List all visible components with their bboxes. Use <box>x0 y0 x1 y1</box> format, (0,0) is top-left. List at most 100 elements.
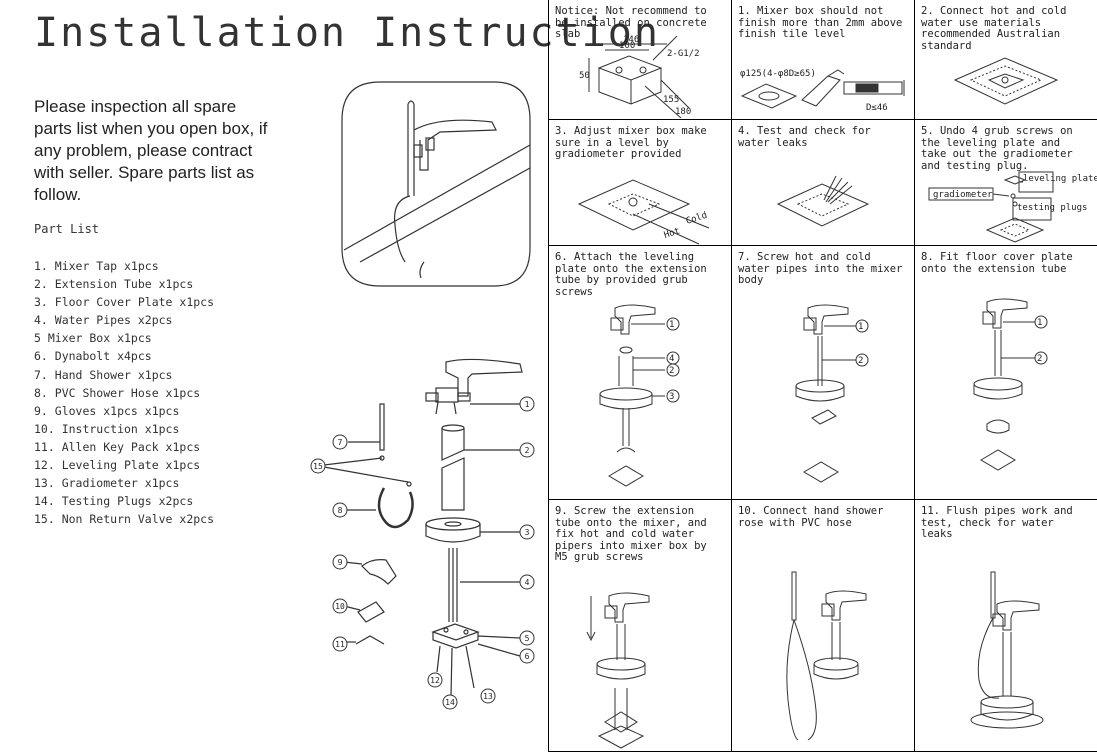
callout-13: 13 <box>483 692 493 701</box>
step-2-drawing <box>953 57 1059 105</box>
step-1-text: 1. Mixer box should not finish more than… <box>738 5 903 40</box>
callout-numbers: 1 2 3 4 5 6 7 8 9 10 11 12 13 14 15 <box>313 400 529 707</box>
list-item: 13. Gradiometer x1pcs <box>34 476 180 491</box>
list-item: 4. Water Pipes x2pcs <box>34 313 173 328</box>
dim-thread: 2-G1/2 <box>667 49 700 59</box>
list-item: 12. Leveling Plate x1pcs <box>34 458 201 473</box>
step-5-text: 5. Undo 4 grub screws on the leveling pl… <box>921 125 1073 172</box>
step-6-drawing: 1 4 2 3 <box>599 304 680 487</box>
exploded-parts-diagram: 1 2 3 4 5 6 7 8 9 10 11 12 13 14 15 <box>310 81 535 710</box>
step-6-cell: 6. Attach the leveling plate onto the ex… <box>549 246 732 500</box>
intro-text: Please inspection all spare parts list w… <box>34 97 268 204</box>
callout-9: 9 <box>338 558 343 567</box>
step-3-text: 3. Adjust mixer box make sure in a level… <box>555 125 707 160</box>
callout-1: 1 <box>525 400 530 409</box>
step-9-cell: 9. Screw the extension tube onto the mix… <box>549 500 732 752</box>
extension-tube-part <box>441 424 520 511</box>
callout-12: 12 <box>430 676 440 685</box>
step-11-cell: 11. Flush pipes work and test, check for… <box>915 500 1097 752</box>
list-item: 14. Testing Plugs x2pcs <box>34 494 194 509</box>
list-item: 3. Floor Cover Plate x1pcs <box>34 295 215 310</box>
callout-15: 15 <box>313 462 323 471</box>
callout-2: 2 <box>1037 354 1042 364</box>
notice-text: Notice: Not recommend to be installed on… <box>555 5 707 40</box>
step-3-cell: 3. Adjust mixer box make sure in a level… <box>549 120 732 246</box>
step-4-drawing <box>776 175 870 227</box>
mixer-box-part <box>431 623 521 697</box>
parts-list: 1. Mixer Tap x1pcs 2. Extension Tube x1p… <box>34 257 214 528</box>
part-list-title: Part List <box>34 222 100 236</box>
list-item: 9. Gloves x1pcs x1pcs <box>34 403 180 418</box>
callout-6: 6 <box>525 652 530 661</box>
left-panel: Installation Instruction Please inspecti… <box>0 0 658 752</box>
mixer-box-dimension-drawing: 50 100 146 155 180 2-G1/2 <box>579 35 700 119</box>
dim-100: 100 <box>619 41 635 51</box>
list-item: 6. Dynabolt x4pcs <box>34 349 152 364</box>
step-10-drawing <box>786 571 867 741</box>
step-2-text: 2. Connect hot and cold water use materi… <box>921 5 1067 52</box>
dim-146: 146 <box>623 35 639 45</box>
cold-label: Cold <box>685 211 709 227</box>
dim-50: 50 <box>579 71 590 81</box>
step-1-cell: 1. Mixer box should not finish more than… <box>732 0 915 120</box>
callout-7: 7 <box>338 438 343 447</box>
leveling-plate-label: leveling plate <box>1023 174 1097 184</box>
step-8-cell: 8. Fit floor cover plate onto the extens… <box>915 246 1097 500</box>
step-6-text: 6. Attach the leveling plate onto the ex… <box>555 251 707 298</box>
step-3-drawing: Cold Hot <box>577 179 710 245</box>
water-pipes-part <box>448 548 520 622</box>
step-1-drawing: φ125(4-φ8D≥65) D≤46 <box>740 69 905 113</box>
step-5-drawing: gradiometer leveling plate testing plugs <box>928 171 1097 243</box>
step-9-text: 9. Screw the extension tube onto the mix… <box>555 505 707 563</box>
callout-2: 2 <box>525 446 530 455</box>
step-11-drawing <box>970 571 1044 729</box>
hot-label: Hot <box>663 226 682 241</box>
step-11-text: 11. Flush pipes work and test, check for… <box>921 505 1073 540</box>
callout-11: 11 <box>335 640 345 649</box>
mixer-tap-part <box>425 358 523 415</box>
step-4-text: 4. Test and check for water leaks <box>738 125 871 149</box>
step-4-cell: 4. Test and check for water leaks <box>732 120 915 246</box>
step-7-drawing: 1 2 <box>795 304 869 483</box>
list-item: 2. Extension Tube x1pcs <box>34 277 194 292</box>
callout-14: 14 <box>445 698 455 707</box>
callout-3: 3 <box>525 528 530 537</box>
step-8-drawing: 1 2 <box>973 298 1048 471</box>
callout-1: 1 <box>669 320 674 330</box>
list-item: 10. Instruction x1pcs <box>34 421 180 436</box>
steps-grid: Notice: Not recommend to be installed on… <box>548 0 1097 752</box>
callout-2: 2 <box>669 366 674 376</box>
callout-4: 4 <box>525 578 530 587</box>
callout-3: 3 <box>669 392 674 402</box>
list-item: 5 Mixer Box x1pcs <box>34 331 152 346</box>
hole-dimension: φ125(4-φ8D≥65) <box>740 69 816 79</box>
list-item: 1. Mixer Tap x1pcs <box>34 259 159 273</box>
page-title: Installation Instruction <box>34 10 660 56</box>
step-10-cell: 10. Connect hand shower rose with PVC ho… <box>732 500 915 752</box>
part-callouts <box>310 396 535 710</box>
callout-8: 8 <box>338 506 343 515</box>
dim-180: 180 <box>675 107 691 117</box>
step-7-cell: 7. Screw hot and cold water pipes into t… <box>732 246 915 500</box>
list-item: 8. PVC Shower Hose x1pcs <box>34 385 201 400</box>
step-7-text: 7. Screw hot and cold water pipes into t… <box>738 251 903 286</box>
list-item: 11. Allen Key Pack x1pcs <box>34 439 201 454</box>
callout-10: 10 <box>335 602 345 611</box>
callout-1: 1 <box>858 322 863 332</box>
dim-155: 155 <box>663 95 679 105</box>
list-item: 15. Non Return Valve x2pcs <box>34 512 215 527</box>
callout-4: 4 <box>669 354 674 364</box>
gradiometer-label: gradiometer <box>933 190 993 200</box>
callout-1: 1 <box>1037 318 1042 328</box>
callout-5: 5 <box>525 634 530 643</box>
step-8-text: 8. Fit floor cover plate onto the extens… <box>921 251 1073 275</box>
step-9-drawing <box>586 592 650 749</box>
step-10-text: 10. Connect hand shower rose with PVC ho… <box>738 505 884 529</box>
step-5-cell: 5. Undo 4 grub screws on the leveling pl… <box>915 120 1097 246</box>
callout-2: 2 <box>858 356 863 366</box>
product-illustration <box>341 81 531 287</box>
notice-cell: Notice: Not recommend to be installed on… <box>549 0 732 120</box>
step-2-cell: 2. Connect hot and cold water use materi… <box>915 0 1097 120</box>
testing-plugs-label: testing plugs <box>1017 203 1087 213</box>
list-item: 7. Hand Shower x1pcs <box>34 367 173 382</box>
